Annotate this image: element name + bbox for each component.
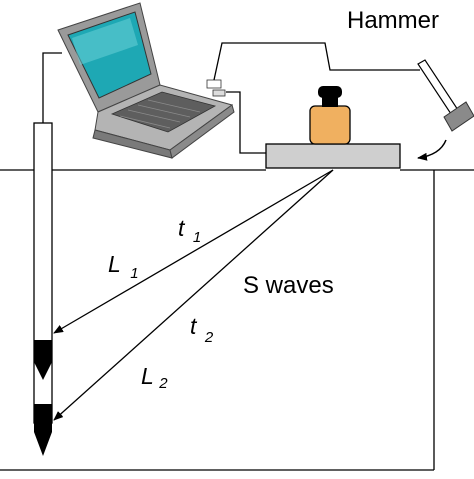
source-plate: [265, 143, 401, 169]
ray-path-1: [53, 169, 334, 334]
l2-main: L: [141, 363, 154, 389]
laptop-icon: [57, 2, 235, 159]
t2-main: t: [190, 313, 198, 339]
t1-subscript: 1: [193, 229, 201, 246]
receiver-probe-1: [34, 340, 52, 380]
hammer-label: Hammer: [347, 7, 439, 34]
t2-subscript: 2: [204, 329, 214, 346]
borehole-cable: [42, 52, 62, 123]
hammer-strike-arrow: [417, 139, 447, 161]
t1-main: t: [178, 215, 186, 241]
ground-block: [0, 169, 474, 471]
ray-path-2: [53, 169, 334, 421]
l2-label: L 2: [141, 363, 168, 392]
t1-label: t 1: [178, 215, 201, 246]
l1-label: L 1: [108, 251, 139, 282]
l2-subscript: 2: [158, 375, 168, 392]
l1-subscript: 1: [130, 265, 138, 282]
t2-label: t 2: [190, 313, 214, 346]
weight-icon: [309, 86, 351, 145]
plate-cable: [226, 91, 266, 154]
s-waves-label: S waves: [243, 272, 334, 299]
receiver-probe-2: [34, 404, 52, 456]
hammer-icon: [417, 59, 474, 132]
l1-main: L: [108, 251, 121, 277]
hammer-cable: [213, 42, 420, 81]
